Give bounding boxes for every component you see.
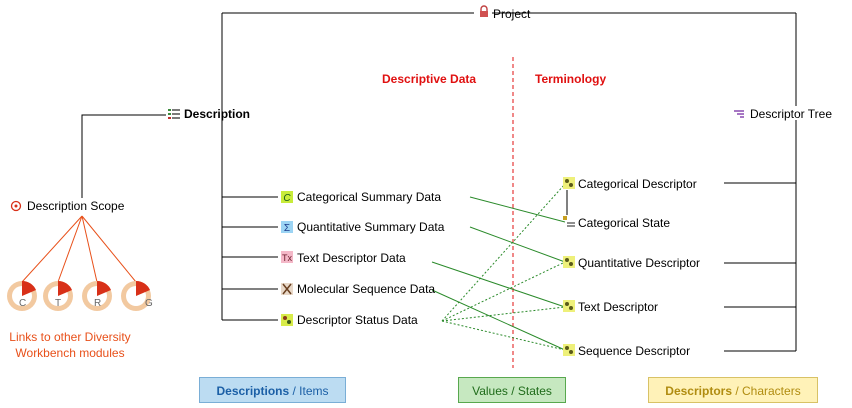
scope-icon	[10, 200, 22, 212]
quantitative-summary-data-node[interactable]: Quantitative Summary Data	[297, 220, 445, 234]
module-letter-c: C	[19, 298, 27, 309]
categorical-descriptor-node[interactable]: Categorical Descriptor	[578, 177, 697, 191]
module-icon-t[interactable]	[43, 280, 73, 311]
legend-descriptions: Descriptions / Items	[199, 377, 346, 403]
scope-module-lines	[21, 215, 137, 283]
categorical-descriptor-icon	[563, 177, 575, 189]
descriptor-tree-branches	[724, 120, 797, 352]
svg-text:C: C	[283, 193, 291, 203]
categorical-state-node[interactable]: Categorical State	[578, 216, 671, 230]
quantitative-descriptor-node[interactable]: Quantitative Descriptor	[578, 256, 701, 270]
module-letter-t: T	[55, 298, 62, 309]
legend-descriptions-rest: / Items	[289, 384, 329, 398]
description-icon	[168, 109, 180, 119]
descriptive-data-header: Descriptive Data	[382, 72, 477, 86]
legend-descriptors: Descriptors / Characters	[648, 377, 818, 403]
module-icon-g[interactable]	[121, 280, 151, 311]
sequence-descriptor-node[interactable]: Sequence Descriptor	[578, 344, 691, 358]
status-data-icon	[281, 314, 293, 326]
categorical-summary-data-node[interactable]: Categorical Summary Data	[297, 190, 442, 204]
text-descriptor-node[interactable]: Text Descriptor	[578, 300, 659, 314]
legend-descriptors-rest: / Characters	[732, 384, 801, 398]
quantitative-summary-icon: Σ	[281, 221, 293, 233]
quantitative-descriptor-icon	[563, 256, 575, 268]
text-descriptor-icon	[563, 300, 575, 312]
project-node[interactable]: Project	[493, 7, 531, 21]
sequence-descriptor-icon	[563, 344, 575, 356]
project-tree-line	[221, 12, 797, 320]
status-descriptor-links	[441, 183, 566, 351]
descriptor-status-data-node[interactable]: Descriptor Status Data	[297, 313, 418, 327]
module-icon-c[interactable]	[7, 280, 37, 311]
legend-descriptions-bold: Descriptions	[216, 384, 290, 398]
descriptor-tree-icon	[734, 110, 744, 118]
description-scope-node[interactable]: Description Scope	[27, 199, 125, 213]
description-node[interactable]: Description	[184, 107, 251, 121]
categorical-summary-icon: C	[281, 191, 293, 203]
svg-text:Tx: Tx	[282, 253, 292, 263]
descriptor-tree-node[interactable]: Descriptor Tree	[750, 107, 833, 121]
modules-caption: Links to other Diversity Workbench modul…	[9, 330, 131, 360]
description-scope-line	[81, 114, 166, 198]
legend-descriptors-bold: Descriptors	[665, 384, 732, 398]
text-descriptor-data-node[interactable]: Text Descriptor Data	[297, 251, 406, 265]
lock-icon	[480, 5, 488, 17]
molecular-sequence-icon	[281, 283, 293, 295]
svg-text:Σ: Σ	[284, 223, 290, 233]
legend-values-states: Values / States	[458, 377, 566, 403]
categorical-state-icon	[563, 216, 575, 227]
module-letter-g: G	[145, 298, 153, 309]
data-descriptor-links	[431, 196, 566, 351]
terminology-header: Terminology	[535, 72, 607, 86]
text-data-icon: Tx	[281, 251, 293, 263]
module-icon-r[interactable]	[82, 280, 112, 311]
molecular-sequence-data-node[interactable]: Molecular Sequence Data	[297, 282, 436, 296]
description-data-branches	[222, 196, 278, 321]
module-letter-r: R	[94, 298, 102, 309]
